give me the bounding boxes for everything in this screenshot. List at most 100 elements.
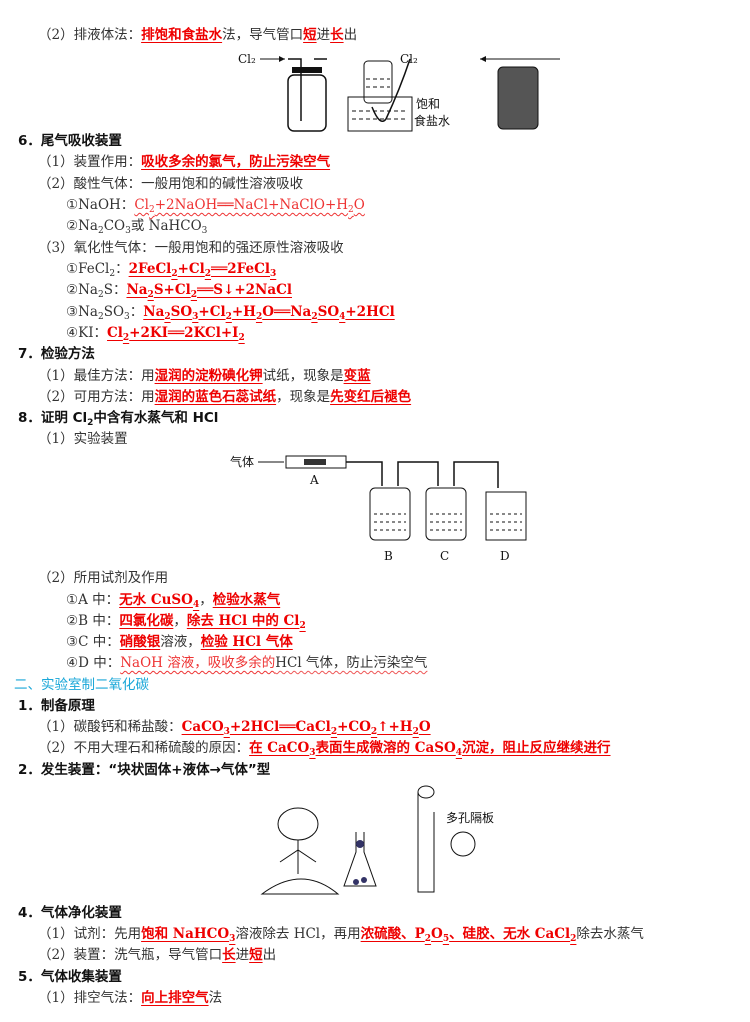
answer-text: 表面生成微溶的 CaSO	[315, 740, 456, 756]
answer-text: 湿润的淀粉碘化钾	[154, 368, 263, 384]
text-segment: 7．检验方法	[18, 346, 95, 362]
text-line: （2）所用试剂及作用	[38, 568, 168, 588]
answer-text: 2	[122, 333, 130, 343]
text-line: ④D 中：NaOH 溶液，吸收多余的HCl 气体，防止污染空气	[66, 653, 427, 673]
answer-text: 2	[148, 205, 155, 215]
text-segment: 出	[343, 27, 358, 43]
text-segment: 法，导气管口	[222, 27, 304, 43]
text-segment: 2	[109, 269, 116, 279]
text-segment: （2）所用试剂及作用	[38, 570, 169, 586]
text-segment: 3	[201, 226, 208, 236]
text-segment: 4．气体净化装置	[18, 905, 122, 921]
answer-text: Cl	[134, 197, 149, 213]
text-segment: ④D 中：	[66, 655, 121, 671]
text-segment: （2）不用大理石和稀硫酸的原因：	[38, 740, 250, 756]
answer-text: 4	[339, 312, 346, 322]
answer-text: Cl	[107, 325, 123, 341]
answer-text: 短	[303, 27, 317, 43]
answer-text: ↑+H	[377, 719, 413, 735]
hcl-water-test-figure: 气体 A B C D	[230, 454, 527, 563]
answer-text: 2	[412, 727, 419, 737]
answer-text: +2HCl══CaCl	[229, 719, 331, 735]
text-line: 6．尾气吸收装置	[18, 131, 122, 151]
text-segment: ③Na	[66, 304, 98, 320]
answer-text: 短	[249, 947, 263, 963]
text-segment: 溶液除去 HCl，再用	[235, 926, 361, 942]
text-segment: 法	[208, 990, 223, 1006]
answer-text: +H	[231, 304, 256, 320]
text-segment: 或 NaHCO	[130, 218, 202, 234]
answer-text: 检验 HCl 气体	[200, 634, 293, 650]
answer-text: O	[431, 926, 443, 942]
answer-text: 2	[164, 312, 171, 322]
co2-generator-figure: 多孔隔板	[260, 785, 494, 895]
text-segment: （1）排空气法：	[38, 990, 142, 1006]
answer-text: 在 CaCO	[249, 740, 310, 756]
text-segment: ②Na	[66, 282, 98, 298]
answer-text: +2HCl	[345, 304, 395, 320]
answer-text: 2	[570, 934, 577, 944]
label-d: D	[500, 549, 510, 563]
text-line: （1）排空气法：向上排空气法	[38, 988, 222, 1008]
text-segment: ②B 中：	[66, 613, 120, 629]
text-segment: （1）最佳方法：用	[38, 368, 155, 384]
text-segment: ：	[129, 304, 144, 320]
gas-label: 气体	[230, 454, 254, 469]
answer-text: 2	[238, 333, 245, 343]
answer-text: 3	[270, 269, 277, 279]
answer-text: 2	[204, 269, 212, 279]
chlorine-collection-figure: Cl₂ Cl₂ 饱和 食盐水	[238, 52, 560, 132]
text-segment: ③C 中：	[66, 634, 120, 650]
text-line: ①FeCl2：2FeCl2+Cl2══2FeCl3	[66, 259, 276, 284]
text-segment: （3）氧化性气体：一般用饱和的强还原性溶液吸收	[38, 240, 344, 256]
answer-text: SO	[317, 304, 340, 320]
answer-text: CaCO	[181, 719, 224, 735]
label-a: A	[309, 473, 319, 487]
answer-text: 2	[255, 312, 263, 322]
answer-text: 3	[192, 312, 199, 322]
text-line: 1．制备原理	[18, 696, 95, 716]
answer-text: 沉淀，阻止反应继续进行	[462, 740, 611, 756]
text-segment: SO	[103, 304, 125, 320]
text-line: 二、实验室制二氧化碳	[14, 675, 149, 695]
text-segment: 进	[235, 947, 250, 963]
answer-text: 2	[370, 727, 378, 737]
text-line: （2）可用方法：用湿润的蓝色石蕊试纸，现象是先变红后褪色	[38, 387, 411, 407]
answer-text: 吸收多余的氯气，防止污染空气	[141, 154, 331, 170]
answer-text: 5	[442, 934, 450, 944]
answer-text: 排饱和食盐水	[141, 27, 223, 43]
answer-text: ══S↓+2NaCl	[197, 282, 292, 298]
text-line: （1）试剂：先用饱和 NaHCO3溶液除去 HCl，再用浓硫酸、P2O5、硅胶、…	[38, 924, 644, 949]
text-segment: （1）碳酸钙和稀盐酸：	[38, 719, 182, 735]
text-segment: （2）装置：洗气瓶，导气管口	[38, 947, 223, 963]
text-line: （1）最佳方法：用湿润的淀粉碘化钾试纸，现象是变蓝	[38, 366, 371, 386]
answer-text: O	[418, 719, 431, 735]
text-segment: （2）可用方法：用	[38, 389, 155, 405]
answer-text: 湿润的蓝色石蕊试纸	[154, 389, 277, 405]
text-segment: 6．尾气吸收装置	[18, 133, 122, 149]
text-line: ②B 中：四氯化碳，除去 HCl 中的 Cl2	[66, 611, 306, 636]
label-b: B	[384, 549, 393, 563]
text-segment: ②Na	[66, 218, 98, 234]
text-segment: 5．气体收集装置	[18, 969, 122, 985]
text-segment: 2．发生装置：“块状固体+液体→气体”型	[18, 762, 271, 778]
answer-text: +Cl	[198, 304, 226, 320]
answer-text: 2	[147, 290, 154, 300]
text-segment: ，	[173, 613, 187, 629]
answer-text: 、硅胶、无水 CaCl	[449, 926, 571, 942]
answer-text: +2KI══2KCl+I	[129, 325, 239, 341]
answer-text: 变蓝	[343, 368, 371, 384]
answer-text: 先变红后褪色	[330, 389, 412, 405]
cl2-label: Cl₂	[238, 52, 256, 66]
text-segment: 溶液，	[160, 634, 201, 650]
label-c: C	[440, 549, 449, 563]
text-line: （2）排液体法：排饱和食盐水法，导气管口短进长出	[38, 25, 357, 45]
answer-text: 2	[348, 205, 354, 215]
text-segment: （2）酸性气体：一般用饱和的碱性溶液吸收	[38, 176, 304, 192]
text-line: ③Na2SO3：Na2SO3+Cl2+H2O══Na2SO4+2HCl	[66, 302, 395, 327]
text-segment: 除去水蒸气	[576, 926, 644, 942]
text-line: （1）碳酸钙和稀盐酸：CaCO3+2HCl══CaCl2+CO2↑+H2O	[38, 717, 431, 742]
answer-text: 向上排空气	[141, 990, 209, 1006]
answer-text: 2	[330, 727, 338, 737]
